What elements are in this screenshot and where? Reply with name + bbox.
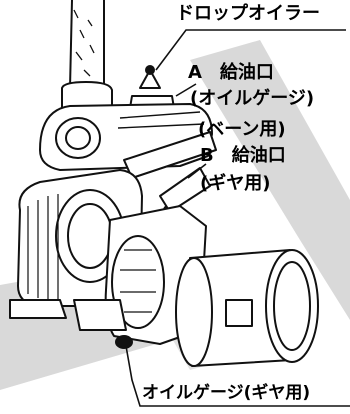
base-foot-left [9, 299, 67, 319]
label-gear-use: (ギヤ用) [200, 173, 271, 194]
casing-fins [27, 194, 59, 300]
pipe-hatching [73, 9, 95, 77]
pulley-back [175, 257, 213, 367]
base-foot-center [73, 299, 127, 331]
gear-housing-face [111, 235, 165, 329]
pulley-rim-inner [273, 261, 311, 351]
label-port-b: B 給油口 [200, 145, 286, 166]
band-right [190, 40, 350, 320]
label-drop-oiler: ドロップオイラー [176, 3, 320, 24]
label-oil-gauge-gear: オイルゲージ(ギヤ用) [142, 383, 311, 403]
upper-housing-cover [55, 117, 101, 159]
leader-lines [125, 29, 350, 407]
pipe-flange [61, 81, 113, 109]
pump-body [9, 0, 319, 367]
leader-drop-oiler [155, 29, 346, 71]
port-b-pipe [159, 167, 211, 213]
gear-housing-ribs [120, 249, 156, 313]
intake-pipe [69, 0, 105, 89]
label-port-a: A 給油口 [188, 62, 274, 83]
gear-oil-gauge-plug [115, 335, 133, 349]
oiler-cap [145, 65, 155, 75]
shaft-end [225, 299, 253, 327]
drop-oiler [139, 69, 161, 89]
leader-gauge-gear [125, 345, 350, 407]
label-oil-gauge: (オイルゲージ) [190, 88, 315, 109]
upper-housing-ribs [117, 111, 205, 129]
label-vane-use: (ベーン用) [198, 119, 286, 140]
leader-port-b [187, 163, 207, 179]
leader-port-a [175, 83, 197, 97]
upper-housing-hub [65, 126, 91, 150]
